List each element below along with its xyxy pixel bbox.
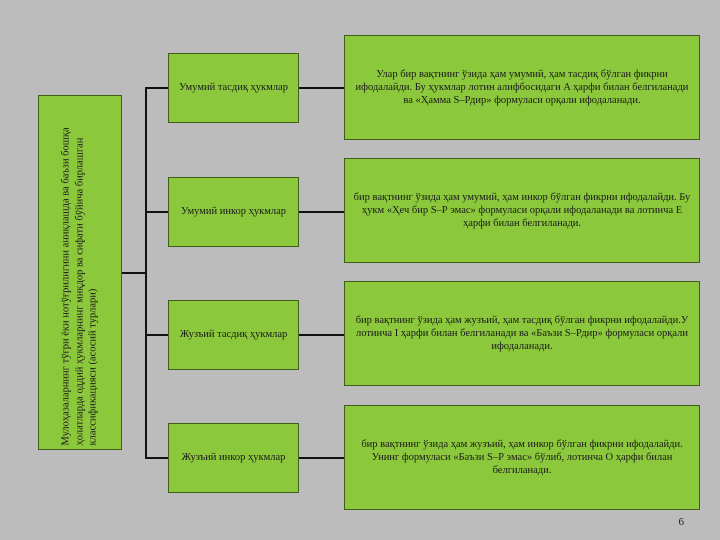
desc-connector-4 — [299, 457, 344, 459]
description-text: бир вақтнинг ўзида ҳам жузъий, ҳам тасди… — [355, 314, 689, 353]
branch-line-3 — [145, 334, 168, 336]
description-text: Улар бир вақтнинг ўзида ҳам умумий, ҳам … — [355, 68, 689, 107]
desc-connector-3 — [299, 334, 344, 336]
description-text: бир вақтнинг ўзида ҳам жузъий, ҳам инкор… — [361, 438, 683, 477]
type-node-label: Жузъий тасдиқ ҳукмлар — [179, 329, 288, 341]
type-node-label: Умумий тасдиқ ҳукмлар — [179, 82, 288, 94]
branch-line-1 — [145, 87, 168, 89]
root-connector — [122, 272, 146, 274]
description-text: бир вақтнинг ўзида ҳам умумий, ҳам инкор… — [353, 191, 691, 230]
root-node: Мулоҳазаларнинг тўғри ёки нотўғрилигини … — [38, 95, 122, 450]
trunk-line — [145, 87, 147, 458]
page-number: 6 — [678, 516, 685, 528]
type-node-universal-negative: Умумий инкор ҳукмлар — [168, 177, 299, 247]
desc-connector-1 — [299, 87, 344, 89]
branch-line-2 — [145, 211, 168, 213]
branch-line-4 — [145, 457, 168, 459]
type-node-universal-affirmative: Умумий тасдиқ ҳукмлар — [168, 53, 299, 123]
type-node-label: Умумий инкор ҳукмлар — [180, 206, 287, 218]
description-node-4: бир вақтнинг ўзида ҳам жузъий, ҳам инкор… — [344, 405, 700, 510]
description-node-3: бир вақтнинг ўзида ҳам жузъий, ҳам тасди… — [344, 281, 700, 386]
type-node-label: Жузъий инкор ҳукмлар — [181, 452, 286, 464]
type-node-particular-negative: Жузъий инкор ҳукмлар — [168, 423, 299, 493]
root-node-text: Мулоҳазаларнинг тўғри ёки нотўғрилигини … — [60, 126, 99, 445]
description-node-2: бир вақтнинг ўзида ҳам умумий, ҳам инкор… — [344, 158, 700, 263]
type-node-particular-affirmative: Жузъий тасдиқ ҳукмлар — [168, 300, 299, 370]
description-node-1: Улар бир вақтнинг ўзида ҳам умумий, ҳам … — [344, 35, 700, 140]
desc-connector-2 — [299, 211, 344, 213]
